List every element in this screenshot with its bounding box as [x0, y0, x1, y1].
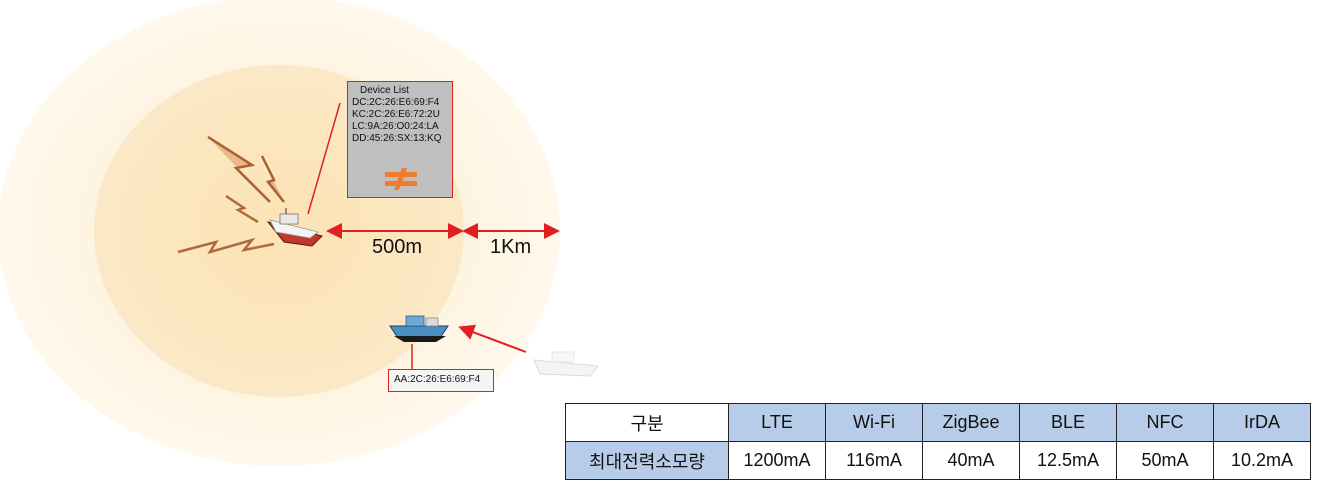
base-boat-icon — [266, 208, 323, 247]
table-header-cell: NFC — [1116, 403, 1214, 442]
table-cell: 40mA — [922, 441, 1020, 480]
device-list-item: KC:2C:26:E6:72:2U — [352, 109, 440, 120]
approach-arrow — [458, 324, 527, 353]
table-cell: 10.2mA — [1213, 441, 1311, 480]
table-header-cell: Wi-Fi — [825, 403, 923, 442]
lightning-icon — [177, 135, 285, 255]
distance-label-1km: 1Km — [490, 236, 531, 258]
device-list-item: DD:45:26:SX:13:KQ — [352, 133, 442, 144]
table-header-cell: ZigBee — [922, 403, 1020, 442]
boat-mac-tag: AA:2C:26:E6:69:F4 — [388, 369, 494, 392]
table-header-cell: 구분 — [565, 403, 729, 442]
table-header-cell: LTE — [728, 403, 826, 442]
table-cell: 1200mA — [728, 441, 826, 480]
distance-label-500m: 500m — [372, 236, 422, 258]
table-header-cell: BLE — [1019, 403, 1117, 442]
table-cell: 12.5mA — [1019, 441, 1117, 480]
device-list-item: DC:2C:26:E6:69:F4 — [352, 97, 440, 108]
bridge-icon — [385, 168, 417, 190]
device-list-item: LC:9A:26:O0:24:LA — [352, 121, 439, 132]
table-cell: 50mA — [1116, 441, 1214, 480]
callout-line — [307, 102, 341, 215]
table-row: 최대전력소모량 1200mA 116mA 40mA 12.5mA 50mA 10… — [565, 441, 1311, 480]
power-consumption-table: 구분 LTE Wi-Fi ZigBee BLE NFC IrDA 최대전력소모량… — [565, 403, 1311, 480]
table-header-row: 구분 LTE Wi-Fi ZigBee BLE NFC IrDA — [565, 403, 1311, 442]
table-header-cell: IrDA — [1213, 403, 1311, 442]
approaching-boat-icon — [389, 315, 449, 342]
device-list-title: Device List — [360, 85, 409, 96]
incoming-boat-ghost-icon — [533, 351, 599, 377]
device-list-panel: Device List DC:2C:26:E6:69:F4 KC:2C:26:E… — [347, 81, 453, 198]
table-row-label: 최대전력소모량 — [565, 441, 729, 480]
table-cell: 116mA — [825, 441, 923, 480]
